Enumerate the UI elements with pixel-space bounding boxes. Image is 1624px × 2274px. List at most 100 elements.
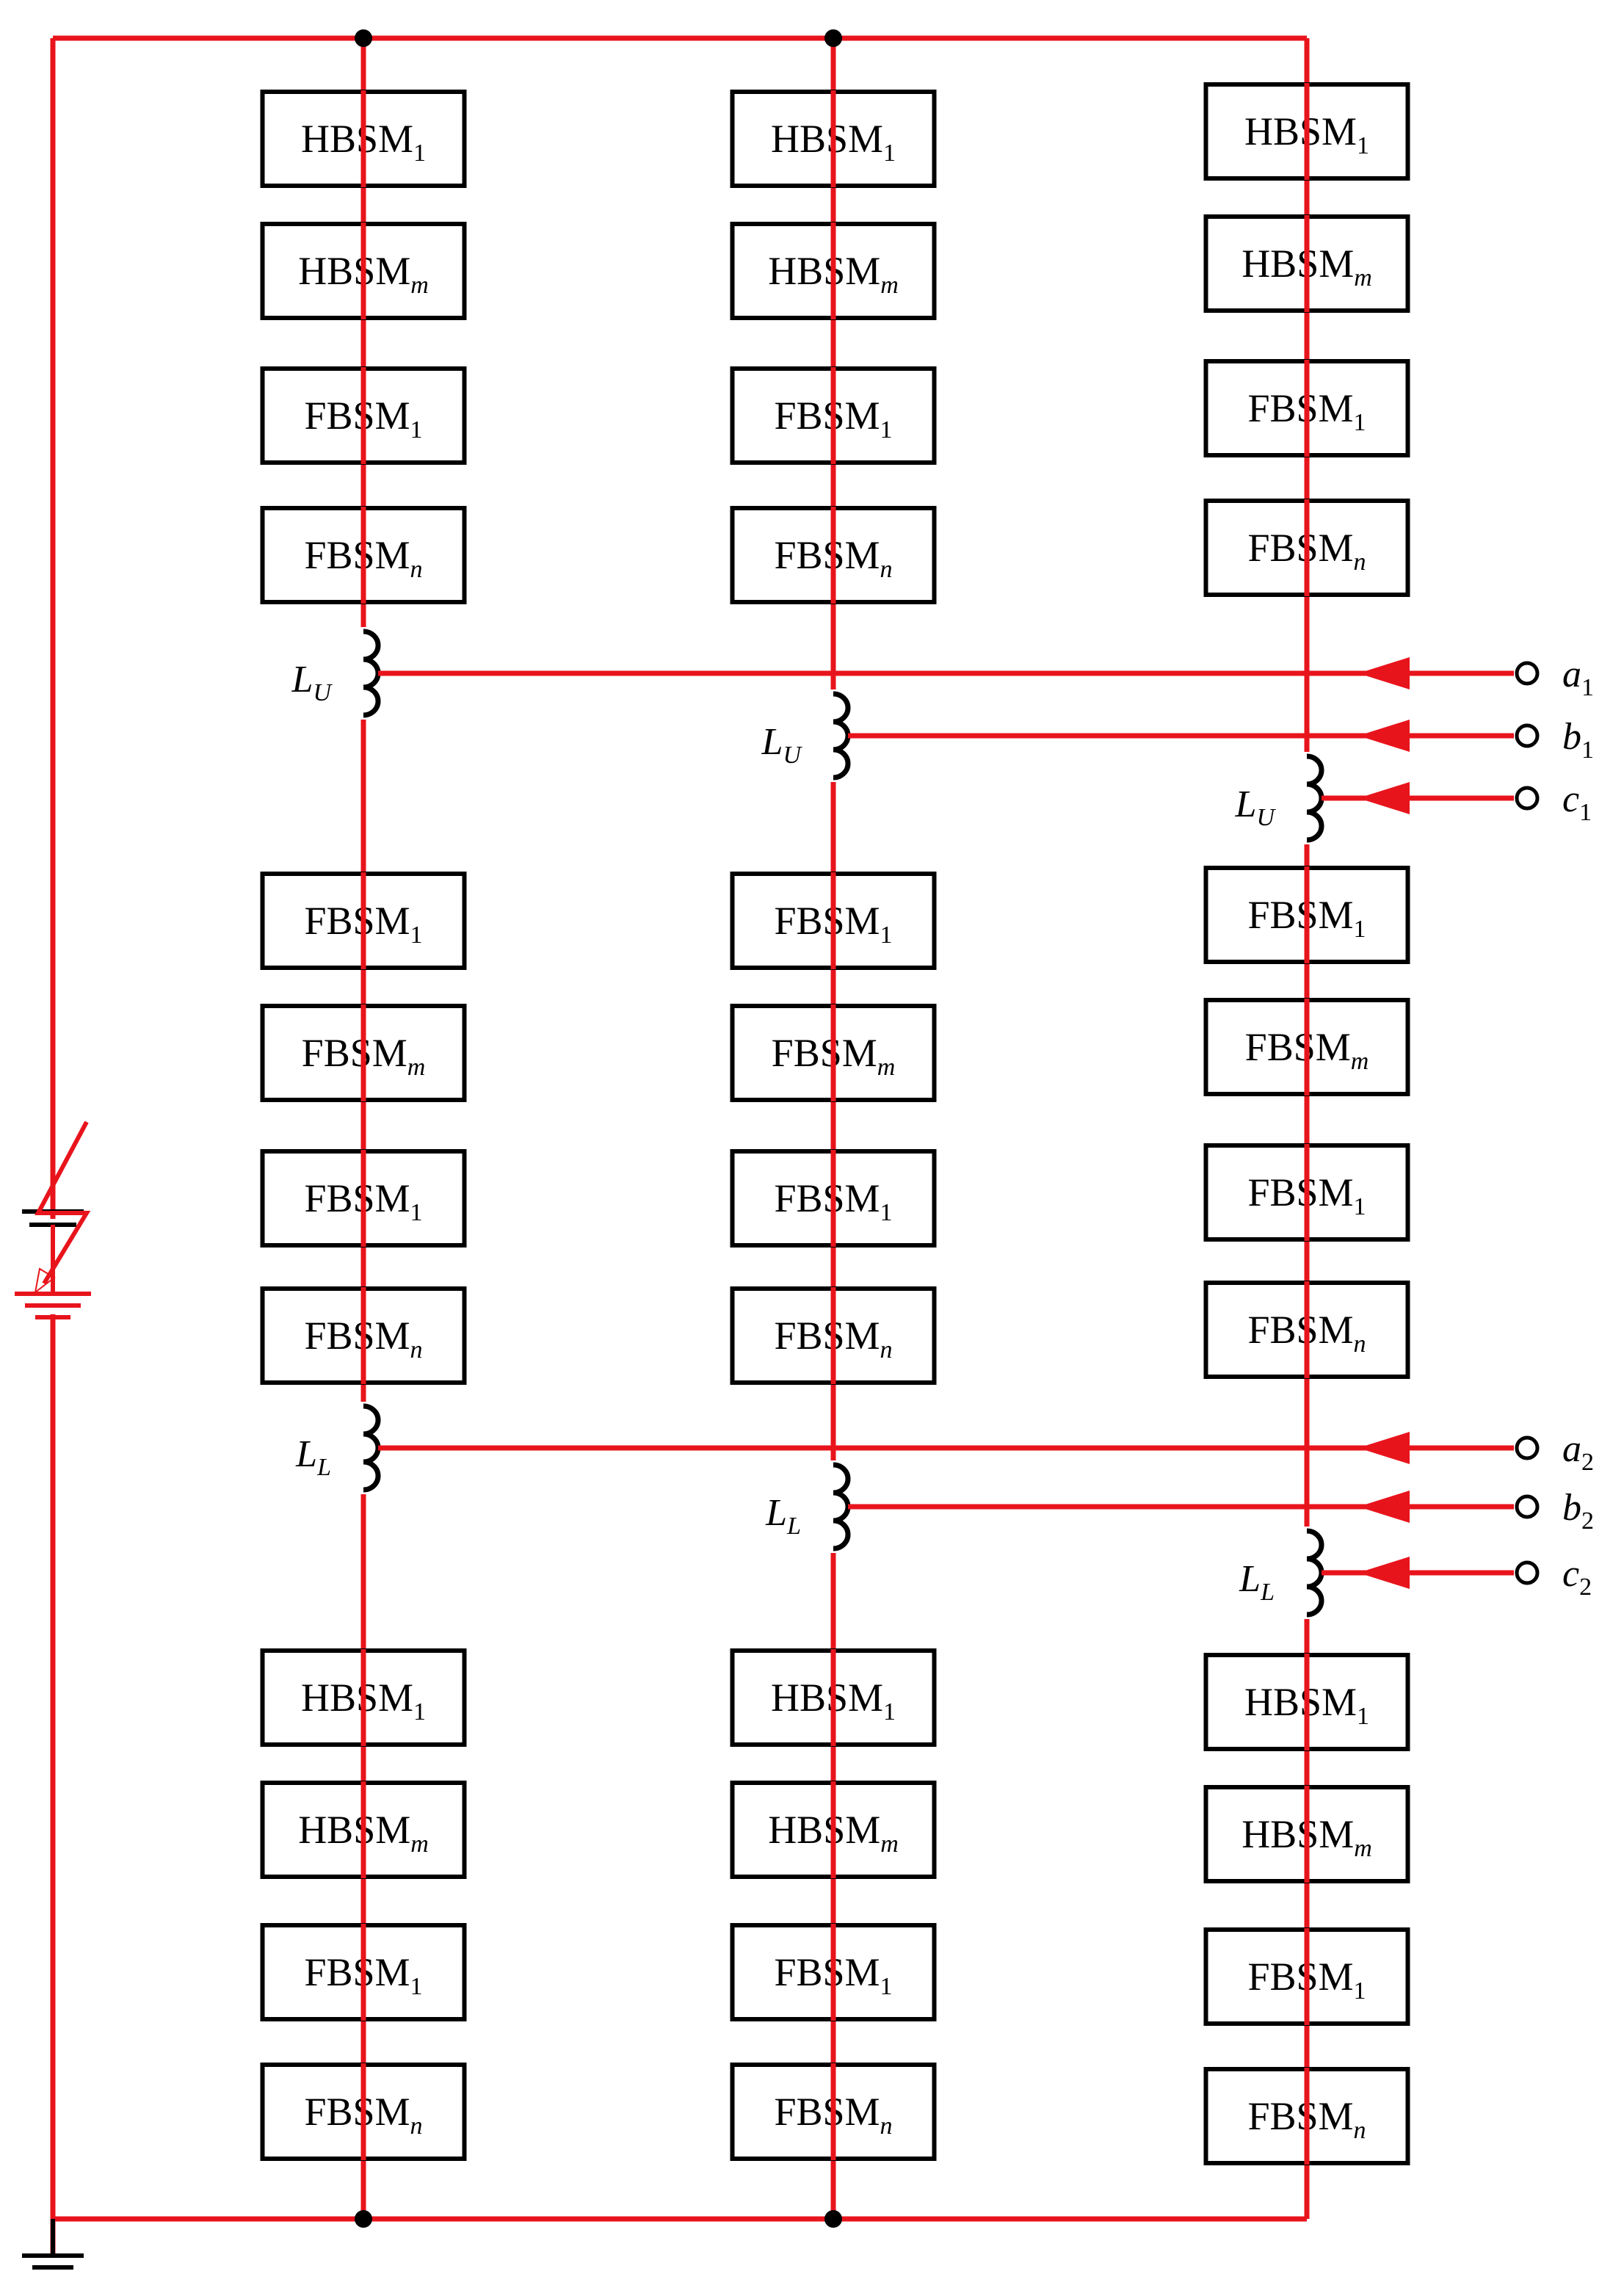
submodule-label: FBSMm: [772, 1031, 896, 1081]
inductor-coil-icon: [1306, 753, 1324, 843]
submodule-label: FBSM1: [304, 1950, 422, 2000]
submodule-box: HBSM1: [1203, 82, 1410, 181]
junction-dot: [355, 2210, 372, 2228]
fault-arrow-icon: [35, 1120, 91, 1285]
inductor-label: LU: [761, 721, 803, 769]
inductor-label: LL: [295, 1433, 331, 1481]
junction-dots: [355, 29, 842, 2228]
terminal-node: [1515, 1560, 1540, 1585]
inductor-coil-icon: [363, 1403, 381, 1493]
submodule-box: HBSMm: [730, 222, 937, 320]
submodule-label: FBSMn: [304, 1314, 422, 1364]
inductor-label: LU: [1235, 783, 1277, 831]
terminal-label: c2: [1562, 1553, 1592, 1601]
arm-inductor: LU: [291, 627, 381, 720]
inductor-label: LL: [1239, 1558, 1275, 1606]
submodule-box: FBSM1: [260, 1923, 467, 2021]
submodule-label: HBSM1: [1244, 109, 1369, 159]
submodule-box: FBSMn: [730, 506, 937, 604]
current-arrow-icon: [1358, 657, 1410, 689]
terminal-label: a1: [1562, 653, 1594, 701]
submodule-label: FBSMn: [1247, 1308, 1366, 1358]
submodule-box: FBSMn: [260, 1286, 467, 1385]
submodule-label: FBSMn: [774, 533, 892, 583]
submodule-label: FBSM1: [304, 899, 422, 949]
arm-inductor: LU: [1235, 752, 1324, 844]
submodule-box: HBSMm: [260, 1781, 467, 1879]
submodule-box: FBSM1: [260, 366, 467, 465]
submodule-label: FBSM1: [304, 1176, 422, 1226]
current-arrow-icon: [1358, 720, 1410, 752]
submodule-box: FBSM1: [1203, 359, 1410, 457]
submodule-label: FBSM1: [1247, 1170, 1366, 1220]
terminal-label: b1: [1562, 716, 1594, 764]
submodule-label: HBSMm: [298, 1808, 429, 1858]
submodule-box: FBSMn: [260, 506, 467, 604]
current-arrow-icon: [1358, 1491, 1410, 1523]
current-arrow-icon: [1358, 782, 1410, 814]
submodule-label: FBSMn: [774, 1314, 892, 1364]
submodule-box: HBSMm: [1203, 1785, 1410, 1883]
submodule-box: FBSM1: [260, 872, 467, 970]
submodule-label: HBSMm: [768, 249, 899, 299]
submodule-label: FBSMn: [304, 2090, 422, 2140]
arm-inductor: LL: [295, 1402, 381, 1494]
submodule-box: FBSMn: [1203, 2067, 1410, 2165]
inductor-coil-icon: [363, 629, 381, 718]
submodule-box: FBSM1: [730, 1923, 937, 2021]
ac-branch: [378, 1432, 1514, 1464]
submodule-box: HBSMm: [260, 222, 467, 320]
inductor-coil-icon: [1306, 1528, 1324, 1618]
submodule-box: FBSM1: [730, 1149, 937, 1248]
submodule-box: HBSMm: [730, 1781, 937, 1879]
junction-dot: [355, 29, 372, 47]
submodule-box: FBSMm: [260, 1004, 467, 1102]
submodule-label: FBSM1: [1247, 893, 1366, 943]
terminal-label: c1: [1562, 778, 1592, 826]
submodule-label: HBSM1: [1244, 1680, 1369, 1730]
submodule-label: HBSMm: [1241, 242, 1372, 292]
inductor-label: LU: [291, 659, 333, 706]
submodule-label: FBSM1: [774, 394, 892, 443]
terminal-node: [1515, 661, 1540, 686]
submodule-label: FBSM1: [774, 1176, 892, 1226]
inductor-label: LL: [765, 1492, 801, 1540]
submodule-box: HBSM1: [260, 1648, 467, 1747]
terminal-label: b2: [1562, 1487, 1594, 1535]
submodule-box: HBSM1: [1203, 1653, 1410, 1751]
submodule-label: HBSM1: [771, 1676, 896, 1726]
arm-inductor: LL: [1239, 1527, 1324, 1619]
arm-inductor: LU: [761, 689, 851, 782]
ac-branch: [378, 657, 1514, 689]
submodule-label: HBSM1: [301, 117, 426, 167]
submodule-label: FBSMn: [304, 533, 422, 583]
fault-ground-icon: [15, 1120, 91, 1319]
submodule-stacks: HBSM1HBSMmFBSM1FBSMnHBSM1HBSMmFBSM1FBSMn…: [260, 82, 1410, 2165]
submodule-label: HBSM1: [771, 117, 896, 167]
submodule-box: FBSMn: [730, 2063, 937, 2161]
submodule-box: FBSM1: [1203, 866, 1410, 964]
submodule-label: FBSM1: [774, 1950, 892, 2000]
submodule-label: HBSM1: [301, 1676, 426, 1726]
current-arrow-icon: [1358, 1432, 1410, 1464]
submodule-box: HBSM1: [730, 1648, 937, 1747]
submodule-label: FBSMm: [1245, 1025, 1369, 1075]
submodule-box: FBSMm: [1203, 998, 1410, 1096]
ac-branch: [1322, 1557, 1514, 1589]
submodule-box: FBSM1: [1203, 1143, 1410, 1242]
submodule-label: FBSMn: [1247, 2094, 1366, 2144]
ac-branch: [1322, 782, 1514, 814]
dc-bus-wiring: [50, 35, 1310, 2254]
submodule-label: HBSMm: [298, 249, 429, 299]
terminal-node: [1515, 786, 1540, 811]
bottom-ground-icon: [22, 2219, 84, 2270]
submodule-box: FBSMn: [260, 2063, 467, 2161]
submodule-box: FBSMm: [730, 1004, 937, 1102]
ac-branch: [848, 720, 1514, 752]
submodule-box: FBSM1: [1203, 1927, 1410, 2026]
terminal-node: [1515, 1494, 1540, 1519]
terminal-node: [1515, 1435, 1540, 1460]
submodule-label: FBSM1: [774, 899, 892, 949]
submodule-box: FBSMn: [1203, 1281, 1410, 1379]
